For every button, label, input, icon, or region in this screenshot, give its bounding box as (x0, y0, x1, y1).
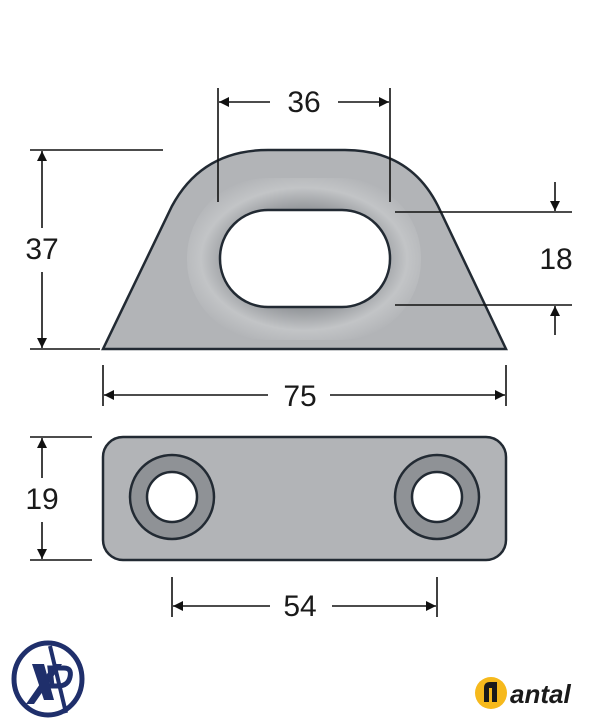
front-view (101, 148, 508, 351)
slot (218, 208, 392, 309)
svg-text:18: 18 (539, 243, 572, 276)
antal-logo: antal (475, 677, 571, 709)
svg-text:75: 75 (283, 380, 316, 413)
svg-text:54: 54 (283, 590, 316, 623)
dimension-slot-height: 18 (395, 182, 573, 335)
svg-text:37: 37 (25, 233, 58, 266)
dimension-thickness: 19 (25, 436, 92, 561)
svg-text:36: 36 (287, 86, 320, 119)
dimension-slot-width: 36 (217, 86, 391, 202)
dimension-height: 37 (25, 149, 163, 350)
dimension-base-width: 75 (102, 365, 507, 413)
top-view (101, 435, 508, 562)
svg-text:19: 19 (25, 483, 58, 516)
dimension-hole-spacing: 54 (171, 577, 438, 623)
xp-logo (11, 640, 85, 718)
svg-text:antal: antal (510, 679, 571, 709)
